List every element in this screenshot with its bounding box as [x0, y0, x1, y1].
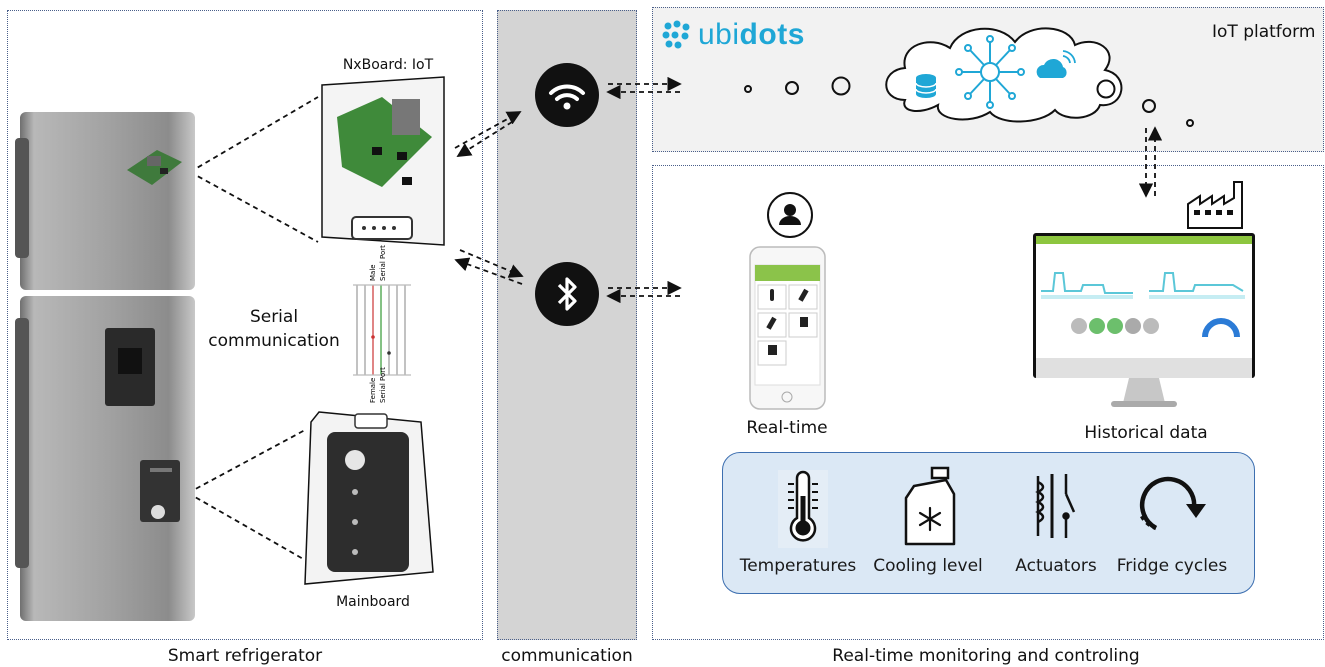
cloud-diagram	[744, 27, 1194, 127]
user-icon	[767, 192, 813, 238]
smart-refrigerator-label: Smart refrigerator	[167, 646, 323, 666]
network-hub-icon	[955, 35, 1025, 109]
fridge-iot-board	[127, 150, 182, 185]
nxboard-image	[321, 76, 445, 246]
category-fridge-cycles: Fridge cycles	[1116, 556, 1228, 576]
cloud-wifi-icon	[1036, 50, 1076, 78]
communication-label: communication	[501, 646, 633, 666]
bubble	[785, 81, 799, 95]
mainboard-image	[304, 411, 434, 585]
ubidots-logo: ubidots	[660, 18, 820, 54]
bubble	[1186, 119, 1194, 127]
wifi-icon	[535, 63, 599, 127]
relay-icon	[1035, 474, 1076, 538]
ubidots-dots-icon	[662, 20, 690, 49]
coolant-bottle-icon	[904, 466, 956, 546]
historical-label: Historical data	[1084, 423, 1208, 443]
category-actuators: Actuators	[1015, 556, 1097, 576]
bubble	[744, 85, 752, 93]
serial-communication-label: communication	[208, 331, 340, 351]
database-icon	[915, 74, 937, 98]
monitoring-label: Real-time monitoring and controling	[832, 646, 1140, 666]
smart-refrigerator-panel	[7, 10, 483, 640]
bubble	[1096, 79, 1116, 99]
female-port-sub-label: Serial Port	[379, 367, 387, 403]
realtime-label: Real-time	[746, 418, 828, 438]
smartphone-app	[749, 246, 826, 410]
thermometer-icon	[778, 470, 828, 548]
ubidots-wordmark-light: ubi	[698, 18, 740, 51]
ubidots-wordmark-bold: dots	[739, 18, 805, 51]
male-port-sub-label: Serial Port	[379, 245, 387, 281]
monitoring-panel	[652, 165, 1324, 640]
cycle-icon	[1139, 476, 1206, 531]
bubble	[831, 76, 851, 96]
ubidots-wordmark: ubidots	[698, 18, 805, 52]
serial-cable-diagram: Male Serial Port Female Serial Port	[353, 245, 411, 403]
female-port-label: Female	[369, 378, 377, 403]
mainboard-label: Mainboard	[336, 594, 410, 610]
iot-platform-label: IoT platform	[1212, 22, 1316, 42]
refrigerator-illustration	[15, 112, 195, 621]
nxboard-label: NxBoard: IoT	[342, 57, 434, 73]
serial-label: Serial	[249, 307, 299, 327]
category-cooling-level: Cooling level	[873, 556, 983, 576]
cloud-shape	[885, 27, 1123, 123]
dashboard-monitor	[1033, 233, 1255, 407]
fridge-mainboard	[140, 460, 180, 522]
bluetooth-icon	[535, 262, 599, 326]
bubble	[1142, 99, 1156, 113]
factory-icon	[1187, 181, 1243, 229]
category-temperatures: Temperatures	[739, 556, 857, 576]
male-port-label: Male	[369, 264, 377, 281]
